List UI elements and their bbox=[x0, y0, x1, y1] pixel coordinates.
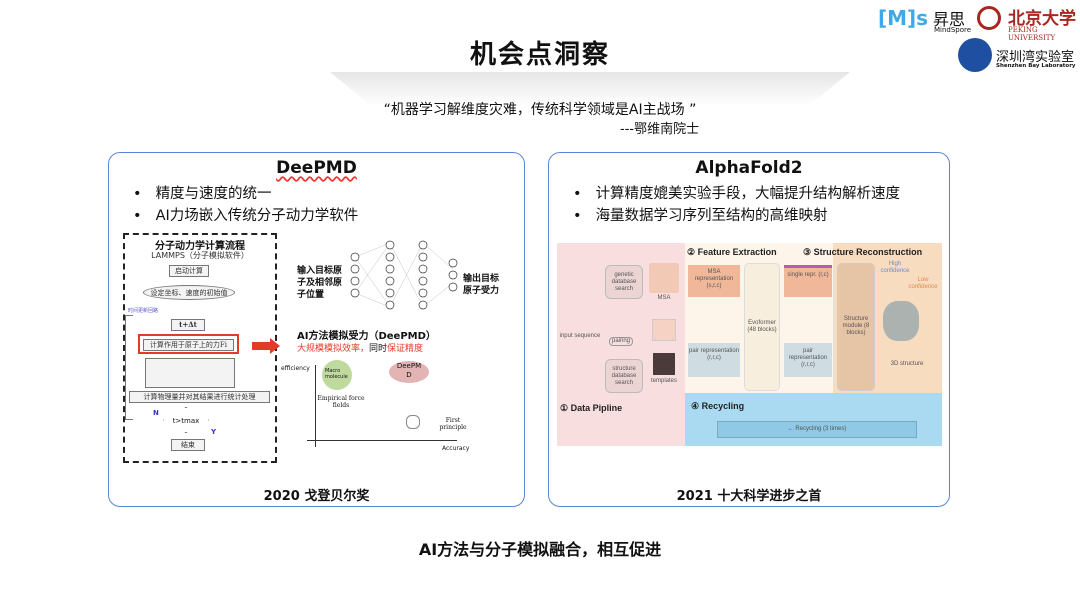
quote: “机器学习解维度灾难，传统科学领域是AI主战场 ” bbox=[383, 102, 697, 118]
empirical-label: Empirical force fields bbox=[317, 395, 365, 409]
section-data: ① Data Pipline bbox=[560, 403, 623, 413]
pair-representation-out: pair representation (r,r,c) bbox=[784, 343, 832, 377]
flow-step: 启动计算 bbox=[169, 265, 209, 277]
ai-method-subtitle: 大规模模拟效率，同时保证精度 bbox=[297, 341, 423, 354]
alphafold-diagram: ② Feature Extraction ③ Structure Reconst… bbox=[557, 243, 942, 446]
structure-module: Structure module (8 blocks) bbox=[837, 263, 875, 391]
loop-label: 时间更新回路 bbox=[128, 308, 159, 314]
flow-decision: t>tmax bbox=[163, 407, 209, 433]
macro-molecule: Macro molecule bbox=[322, 360, 352, 390]
pairing: pairing bbox=[609, 337, 634, 346]
msa-representation: MSA representation (s,r,c) bbox=[688, 265, 740, 297]
card-caption: 2021 十大科学进步之首 bbox=[676, 489, 822, 504]
subtitle-part: 大规模模拟效率， bbox=[297, 344, 370, 354]
force-highlight: 计算作用于原子上的力Fi bbox=[138, 334, 239, 354]
molecule-icon bbox=[406, 415, 420, 429]
bullet: 海量数据学习序列至结构的高维映射 bbox=[573, 204, 828, 225]
quote-author: ---鄂维南院士 bbox=[620, 122, 700, 137]
nn-input-label: 输入目标原子及相邻原子位置 bbox=[297, 266, 343, 300]
card-title: DeePMD bbox=[109, 158, 524, 178]
pku-seal-icon bbox=[977, 6, 1001, 30]
x-axis bbox=[307, 440, 457, 441]
recycling-bar: ← Recycling (3 times) bbox=[717, 421, 917, 438]
structure-db: structure database search bbox=[605, 359, 643, 393]
y-axis bbox=[315, 365, 316, 447]
flow-step: 设定坐标、速度的初始值 bbox=[143, 285, 235, 300]
nn-output-label: 输出目标原子受力 bbox=[463, 274, 500, 296]
tagline: AI方法与分子模拟融合，相互促进 bbox=[418, 540, 662, 559]
card-title: AlphaFold2 bbox=[695, 158, 803, 178]
mindspore-cn: 昇思 bbox=[933, 10, 966, 29]
3d-structure-label: 3D structure bbox=[890, 361, 924, 367]
input-label: input sequence bbox=[559, 333, 601, 339]
deepmd-card: DeePMD 精度与速度的统一 AI力场嵌入传统分子动力学软件 分子动力学计算流… bbox=[108, 152, 525, 507]
y-axis-label: efficiency bbox=[281, 365, 310, 372]
szbl-en: Shenzhen Bay Laboratory bbox=[996, 63, 1076, 69]
szbl-logo-icon bbox=[958, 38, 992, 72]
subtitle-part: 保证精度 bbox=[387, 344, 424, 354]
single-repr: single repr. (r,c) bbox=[784, 265, 832, 297]
section-recycling: ④ Recycling bbox=[691, 401, 745, 411]
msa-label: MSA bbox=[657, 295, 671, 301]
flow-step: 结束 bbox=[171, 439, 205, 451]
low-confidence: Low confidence bbox=[908, 277, 938, 290]
pair-grid bbox=[652, 319, 676, 341]
alphafold-card: AlphaFold2 计算精度媲美实验手段，大幅提升结构解析速度 海量数据学习序… bbox=[548, 152, 950, 507]
pku-en: PEKING UNIVERSITY bbox=[1008, 26, 1056, 42]
section-feature: ② Feature Extraction bbox=[687, 247, 777, 257]
neural-network-diagram bbox=[350, 240, 458, 310]
bullet: 精度与速度的统一 bbox=[133, 182, 272, 203]
templates-box bbox=[653, 353, 675, 375]
pair-representation: pair representation (r,r,c) bbox=[688, 343, 740, 377]
page-title: 机会点洞察 bbox=[469, 40, 610, 70]
pku-cn: 北京大学 bbox=[1008, 9, 1076, 29]
bullet: 计算精度媲美实验手段，大幅提升结构解析速度 bbox=[573, 182, 901, 203]
evoformer: Evoformer (48 blocks) bbox=[744, 263, 780, 391]
templates-label: templates bbox=[650, 378, 677, 384]
subtitle-part: 同时 bbox=[369, 344, 388, 354]
deepmd-bubble: DeePMD bbox=[389, 361, 429, 383]
md-flowchart: 分子动力学计算流程 LAMMPS（分子模拟软件） 启动计算 设定坐标、速度的初始… bbox=[123, 233, 277, 463]
yes-label: Y bbox=[211, 428, 217, 436]
red-arrowhead-icon bbox=[270, 338, 280, 354]
protein-structure-icon bbox=[883, 301, 919, 341]
bullet: AI力场嵌入传统分子动力学软件 bbox=[133, 204, 359, 225]
genetic-db: genetic database search bbox=[605, 265, 643, 299]
high-confidence: High confidence bbox=[880, 261, 910, 274]
flow-step: 计算作用于原子上的力Fi bbox=[143, 339, 234, 351]
mindspore-mark: [M]s bbox=[878, 6, 929, 30]
equations bbox=[145, 358, 235, 388]
loop-line bbox=[125, 315, 133, 420]
section-structure: ③ Structure Reconstruction bbox=[803, 247, 923, 257]
msa-box bbox=[649, 263, 679, 293]
flow-step: t+Δt bbox=[171, 319, 205, 331]
flow-subtitle: LAMMPS（分子模拟软件） bbox=[151, 251, 249, 260]
no-label: N bbox=[153, 409, 159, 417]
mindspore-logo: [M]s bbox=[878, 6, 928, 30]
card-caption: 2020 戈登贝尔奖 bbox=[263, 489, 370, 504]
flow-title: 分子动力学计算流程 bbox=[155, 241, 245, 252]
deepmd-title: DeePMD bbox=[276, 158, 357, 178]
mindspore-en: MindSpore bbox=[934, 26, 972, 34]
x-axis-label: Accuracy bbox=[442, 445, 470, 452]
flow-step: 计算物理量并对其结果进行统计处理 bbox=[129, 391, 270, 403]
ai-method-title: AI方法模拟受力（DeePMD） bbox=[297, 331, 436, 342]
red-arrow-icon bbox=[252, 342, 272, 350]
szbl-cn: 深圳湾实验室 bbox=[996, 50, 1075, 65]
first-principle-label: First principle bbox=[439, 417, 467, 431]
title-underline bbox=[330, 72, 850, 106]
